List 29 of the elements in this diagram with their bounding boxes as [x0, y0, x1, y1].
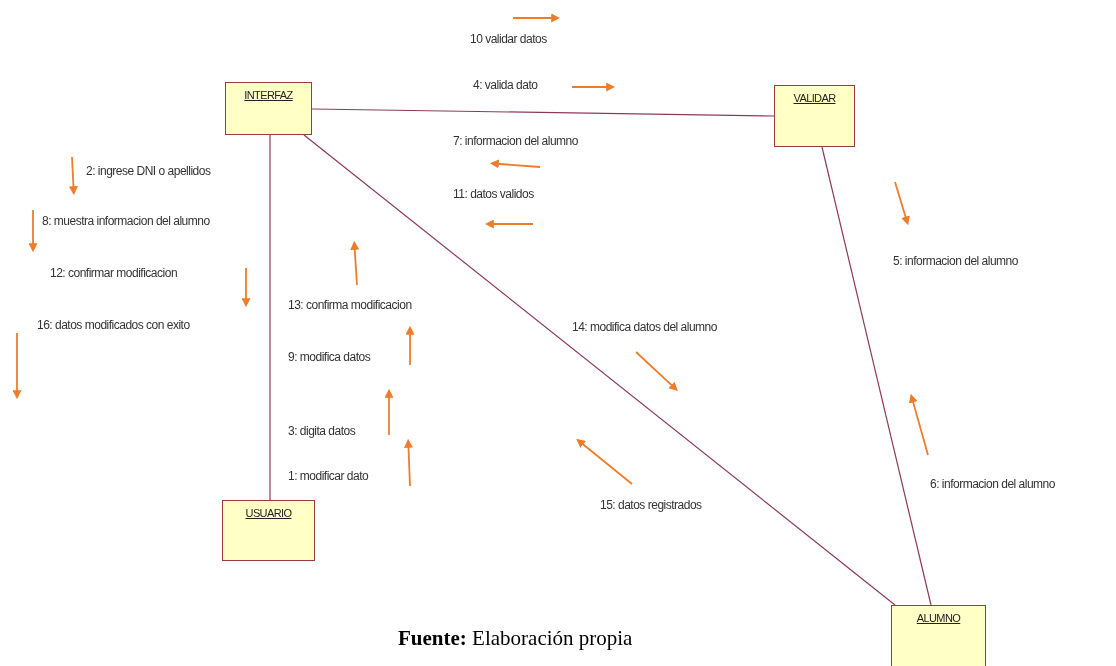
message-label: 13: confirma modificacion — [288, 298, 412, 312]
link-line — [269, 134, 271, 501]
message-label: 10 validar datos — [470, 32, 547, 46]
message-label: 4: valida dato — [473, 78, 538, 92]
message-label: 2: ingrese DNI o apellidos — [86, 164, 211, 178]
link-line — [821, 146, 932, 606]
message-label: 7: informacion del alumno — [453, 134, 578, 148]
object-name: VALIDAR — [793, 92, 836, 104]
message-label: 14: modifica datos del alumno — [572, 320, 717, 334]
message-label: 1: modificar dato — [288, 469, 369, 483]
link-line — [311, 108, 775, 117]
object-box — [225, 82, 312, 135]
message-label: 11: datos validos — [453, 187, 534, 201]
message-label: 5: informacion del alumno — [893, 254, 1018, 268]
object-box — [222, 500, 315, 561]
message-label: 8: muestra informacion del alumno — [42, 214, 210, 228]
caption: Fuente: Elaboración propia — [398, 626, 633, 651]
link-line — [303, 134, 896, 606]
message-label: 15: datos registrados — [600, 498, 702, 512]
message-label: 16: datos modificados con exito — [37, 318, 190, 332]
object-name: INTERFAZ — [244, 89, 293, 101]
object-box — [891, 605, 986, 666]
message-label: 3: digita datos — [288, 424, 356, 438]
object-box — [774, 85, 855, 147]
message-label: 9: modifica datos — [288, 350, 371, 364]
message-label: 12: confirmar modificacion — [50, 266, 178, 280]
message-label: 6: informacion del alumno — [930, 477, 1055, 491]
object-name: USUARIO — [245, 507, 292, 519]
object-name: ALUMNO — [916, 612, 961, 624]
